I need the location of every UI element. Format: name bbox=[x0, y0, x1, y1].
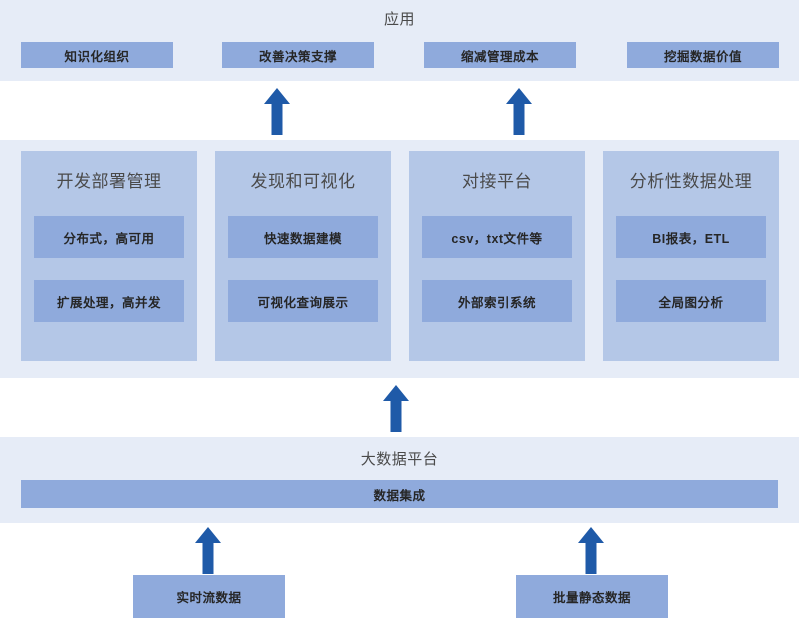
capability-panel-title: 开发部署管理 bbox=[56, 172, 162, 191]
capability-panel-title: 对接平台 bbox=[462, 172, 532, 191]
arrow-up-icon-to-application-left bbox=[264, 88, 290, 135]
platform-section-title: 大数据平台 bbox=[360, 451, 439, 468]
application-box-data-value[interactable]: 挖掘数据价值 bbox=[627, 42, 779, 68]
capability-item[interactable]: BI报表，ETL bbox=[616, 216, 766, 258]
capability-item[interactable]: 快速数据建模 bbox=[228, 216, 378, 258]
source-box-realtime-stream[interactable]: 实时流数据 bbox=[133, 575, 285, 618]
capability-panel-title: 发现和可视化 bbox=[250, 172, 356, 191]
application-box-knowledge[interactable]: 知识化组织 bbox=[21, 42, 173, 68]
capability-panel-discovery-visualization[interactable]: 发现和可视化 快速数据建模 可视化查询展示 bbox=[215, 151, 391, 361]
capability-panel-dev-deploy-management[interactable]: 开发部署管理 分布式，高可用 扩展处理，高并发 bbox=[21, 151, 197, 361]
capability-item[interactable]: 全局图分析 bbox=[616, 280, 766, 322]
application-section-title: 应用 bbox=[383, 11, 415, 28]
application-box-cost-reduction[interactable]: 缩减管理成本 bbox=[424, 42, 576, 68]
capability-item[interactable]: 分布式，高可用 bbox=[34, 216, 184, 258]
capability-item[interactable]: 扩展处理，高并发 bbox=[34, 280, 184, 322]
arrow-up-icon-from-stream-source bbox=[195, 527, 221, 574]
application-box-decision-support[interactable]: 改善决策支撑 bbox=[222, 42, 374, 68]
capability-panel-integration-platform[interactable]: 对接平台 csv，txt文件等 外部索引系统 bbox=[409, 151, 585, 361]
capability-item[interactable]: 外部索引系统 bbox=[422, 280, 572, 322]
arrow-up-icon-to-application-right bbox=[506, 88, 532, 135]
source-box-batch-static[interactable]: 批量静态数据 bbox=[516, 575, 668, 618]
arrow-up-icon-from-batch-source bbox=[578, 527, 604, 574]
capability-item[interactable]: csv，txt文件等 bbox=[422, 216, 572, 258]
capability-panel-analytical-processing[interactable]: 分析性数据处理 BI报表，ETL 全局图分析 bbox=[603, 151, 779, 361]
arrow-up-icon-to-capabilities bbox=[383, 385, 409, 432]
capability-item[interactable]: 可视化查询展示 bbox=[228, 280, 378, 322]
capability-panel-title: 分析性数据处理 bbox=[629, 172, 753, 191]
data-integration-bar[interactable]: 数据集成 bbox=[21, 480, 778, 508]
